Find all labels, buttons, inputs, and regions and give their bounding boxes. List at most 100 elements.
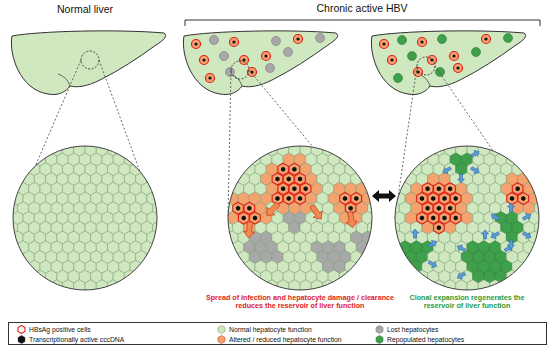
legend-text: HBsAg positive cells [29, 325, 91, 334]
infected-cell-dot [380, 40, 389, 49]
repopulated-cell-dot [504, 34, 513, 43]
expansion-arrow [458, 174, 465, 183]
zoom-marker [417, 57, 435, 75]
cccdna [431, 216, 435, 221]
infected-cell-dot [414, 68, 423, 77]
cccdna [275, 196, 279, 201]
cccdna [448, 206, 452, 211]
swatch-hexagon [218, 335, 225, 343]
cccdna [521, 196, 525, 201]
lost-cell-dot [316, 34, 325, 43]
tissue-view [221, 134, 379, 303]
cccdna [516, 186, 520, 191]
normal-hepatocyte [34, 270, 45, 283]
zoom-line [228, 70, 231, 218]
legend-box: HBsAg positive cellsNormal hepatocyte fu… [8, 322, 547, 345]
expansion-arrow [428, 261, 437, 268]
cccdna-dot [390, 58, 393, 61]
normal-hepatocyte [506, 270, 517, 283]
legend-swatch [217, 325, 226, 334]
normal-hepatocyte [467, 280, 478, 293]
expansion-arrow [428, 240, 437, 247]
cccdna-dot [296, 37, 299, 40]
expansion-arrow [491, 213, 500, 220]
cccdna [437, 186, 441, 191]
legend-text: Lost hepatocytes [387, 325, 438, 334]
cccdna [292, 186, 296, 191]
liver [371, 31, 525, 95]
expansion-arrow [522, 213, 531, 220]
cccdna [354, 196, 358, 201]
normal-hepatocyte [300, 280, 311, 293]
liver-notch [58, 74, 70, 86]
normal-hepatocyte [249, 270, 260, 283]
cccdna [431, 196, 435, 201]
expansion-arrow [508, 240, 515, 249]
infected-cell-dot [248, 68, 257, 77]
infected-cell-dot [450, 52, 459, 61]
cccdna [425, 206, 429, 211]
cccdna [425, 186, 429, 191]
cccdna-dot [456, 66, 459, 69]
normal-hepatocyte [478, 280, 489, 293]
infected-cell-dot [294, 35, 303, 44]
infected-cell-dot [200, 56, 209, 65]
infected-cell-dot [240, 56, 249, 65]
expansion-arrow [482, 230, 489, 239]
normal-hepatocyte [124, 270, 135, 283]
cccdna-dot [208, 76, 211, 79]
tissue-view [388, 134, 546, 303]
repopulated-cell-dot [398, 36, 407, 45]
repopulated-cell-dot [394, 74, 403, 83]
liver [183, 31, 337, 95]
repopulated-cell-dot [472, 48, 481, 57]
lost-cell-dot [266, 64, 275, 73]
infected-cell-dot [454, 64, 463, 73]
normal-hepatocyte [85, 280, 96, 293]
normal-hepatocyte [289, 280, 300, 293]
cccdna [349, 206, 353, 211]
tissue-ground [395, 146, 539, 290]
double-arrow [372, 190, 396, 202]
infected-hepatocyte [434, 222, 445, 234]
cccdna [292, 167, 296, 172]
infected-cell-dot [230, 38, 239, 47]
cccdna [442, 196, 446, 201]
finding-note: Spread of infection and hepatocyte damag… [200, 294, 400, 310]
normal-hepatocyte [79, 134, 90, 147]
tissue-outline [395, 146, 539, 290]
tissue-ground [228, 146, 372, 290]
spread-arrow [310, 205, 322, 220]
spread-arrow [244, 222, 255, 238]
repopulated-cell-dot [436, 68, 445, 77]
cccdna [298, 177, 302, 182]
normal-hepatocyte [74, 280, 85, 293]
expansion-arrow [457, 272, 466, 279]
legend-swatch [17, 335, 26, 344]
legend-item: Transcriptionally active cccDNA [17, 335, 124, 344]
cccdna [343, 196, 347, 201]
legend-item: HBsAg positive cells [17, 325, 91, 334]
normal-hepatocyte [277, 280, 288, 293]
liver-outline [371, 31, 525, 95]
cccdna [242, 216, 246, 221]
expansion-arrow [457, 245, 466, 252]
infected-hepatocyte [283, 192, 294, 204]
cccdna-dot [420, 40, 423, 43]
cccdna [247, 206, 251, 211]
normal-hepatocyte [311, 280, 322, 293]
lost-cell-dot [284, 48, 293, 57]
expansion-arrow [491, 232, 500, 239]
cccdna [454, 216, 458, 221]
cccdna [420, 196, 424, 201]
infected-cell-dot [428, 56, 437, 65]
panel-title: Normal liver [57, 4, 113, 16]
zoom-line [13, 60, 81, 218]
cccdna [420, 216, 424, 221]
bracket [185, 20, 540, 26]
cccdna [236, 206, 240, 211]
legend-swatch [217, 335, 226, 344]
tissue-view [6, 134, 164, 303]
lost-cell-dot [220, 52, 229, 61]
